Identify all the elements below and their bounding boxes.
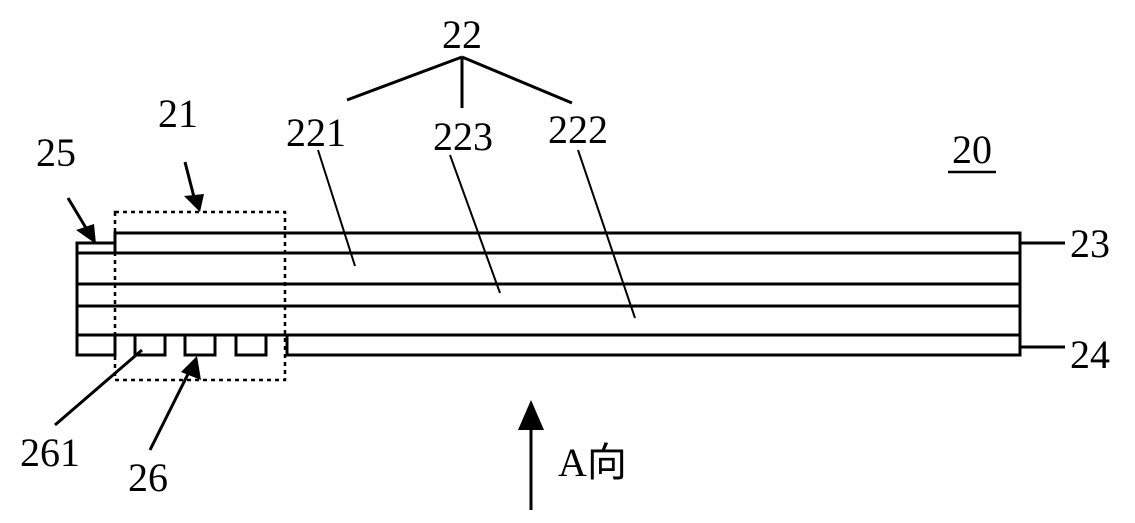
label-direction-a: A向 <box>558 440 627 485</box>
pad-1 <box>133 333 167 357</box>
label-222: 222 <box>548 107 608 152</box>
label-221: 221 <box>286 110 346 155</box>
label-261: 261 <box>20 430 80 475</box>
label-23: 23 <box>1070 221 1110 266</box>
label-24: 24 <box>1070 332 1110 377</box>
label-26: 26 <box>128 455 168 500</box>
bottom-hatched-main <box>285 333 1022 357</box>
leader-lines <box>54 55 1065 427</box>
main-body <box>75 251 1022 337</box>
label-22: 22 <box>442 12 482 57</box>
arrow-direction-a <box>518 400 544 510</box>
label-20: 20 <box>952 127 992 172</box>
arrow-21 <box>183 161 204 212</box>
arrow-25 <box>66 197 96 244</box>
pad-3 <box>234 333 268 357</box>
top-hatched-layer <box>113 231 1022 255</box>
label-21: 21 <box>158 91 198 136</box>
bottom-hatched-left <box>75 333 117 357</box>
pad-2 <box>183 333 217 357</box>
label-25: 25 <box>36 130 76 175</box>
arrow-26 <box>148 356 201 451</box>
label-223: 223 <box>433 114 493 159</box>
region-21-dashed-box <box>113 210 287 382</box>
